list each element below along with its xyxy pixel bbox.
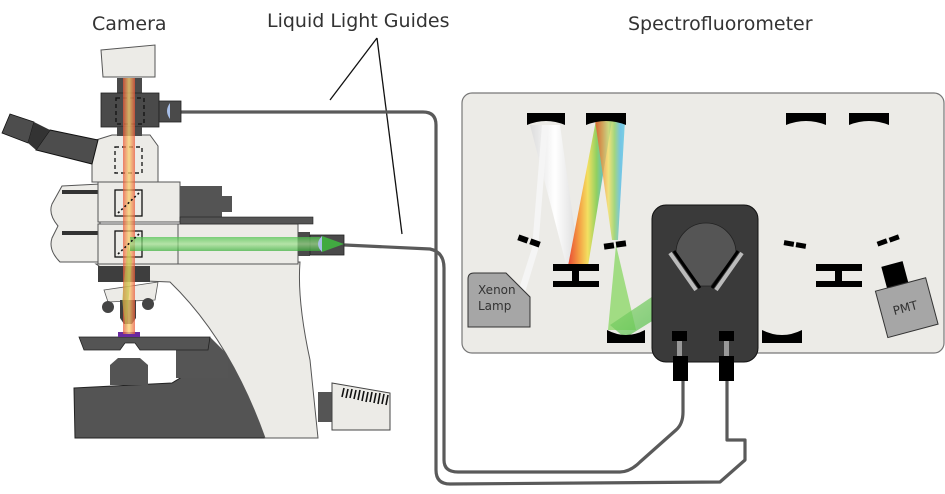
filter-knob-left xyxy=(50,183,101,263)
fiber-mirror-right xyxy=(714,251,744,292)
condenser-knob xyxy=(110,358,148,385)
xenon-lamp-label-2: Lamp xyxy=(478,299,511,313)
microscope-arm xyxy=(94,261,319,439)
fiber-connector-right xyxy=(719,331,734,381)
dichroic-lower xyxy=(117,233,140,255)
mirror-1 xyxy=(527,113,565,125)
rear-rail xyxy=(179,216,314,225)
pmt-detector: PMT xyxy=(874,261,939,339)
label-pointer-lines xyxy=(329,37,403,235)
mirror-5 xyxy=(607,330,645,343)
lamp-beam-input xyxy=(518,125,548,296)
pmt-body xyxy=(874,277,939,339)
fiber-camera-to-chamber xyxy=(178,110,747,486)
microscope xyxy=(1,44,391,439)
fiber-connector-left xyxy=(672,331,688,381)
lamp-vents xyxy=(341,387,389,406)
camera-body xyxy=(100,44,156,78)
fiber-mirror-left xyxy=(668,251,698,292)
spectrofluorometer-label: Spectrofluorometer xyxy=(628,13,813,35)
mirror-3 xyxy=(786,113,826,125)
lamp-housing xyxy=(331,382,391,431)
objective-left xyxy=(102,301,114,313)
sample xyxy=(118,332,140,337)
mirror-6 xyxy=(762,330,802,343)
fiber-excitation-to-chamber xyxy=(343,243,685,474)
mirror-4 xyxy=(849,113,889,125)
excitation-grating xyxy=(553,264,599,287)
xenon-lamp-label-1: Xenon xyxy=(478,283,516,297)
eyepiece-joint xyxy=(28,122,50,150)
knob-stripe-2 xyxy=(62,231,100,235)
mirror-2 xyxy=(586,113,626,125)
pmt-label: PMT xyxy=(891,298,919,318)
objective-right xyxy=(142,298,154,310)
pmt-window xyxy=(881,261,909,289)
camera-label: Camera xyxy=(92,13,167,35)
lamp-connector xyxy=(318,392,334,422)
eyepiece-ocular xyxy=(1,113,35,144)
excitation-lens xyxy=(318,236,322,252)
dispersed-beam-return xyxy=(595,120,625,240)
dichroic-upper xyxy=(117,192,140,214)
excitation-cone xyxy=(608,245,636,330)
slits xyxy=(517,234,900,250)
excitation-beam xyxy=(130,237,320,251)
spectrofluorometer: Xenon Lamp PMT xyxy=(461,92,945,381)
emission-lens xyxy=(167,103,170,119)
liquid-light-guides-label: Liquid Light Guides xyxy=(267,10,450,32)
xenon-lamp xyxy=(467,272,531,328)
knob-stripe-1 xyxy=(62,190,100,194)
liquid-light-guide-fibers xyxy=(178,110,747,486)
emission-grating xyxy=(816,264,862,287)
rear-module xyxy=(180,186,222,218)
stage xyxy=(78,336,211,351)
